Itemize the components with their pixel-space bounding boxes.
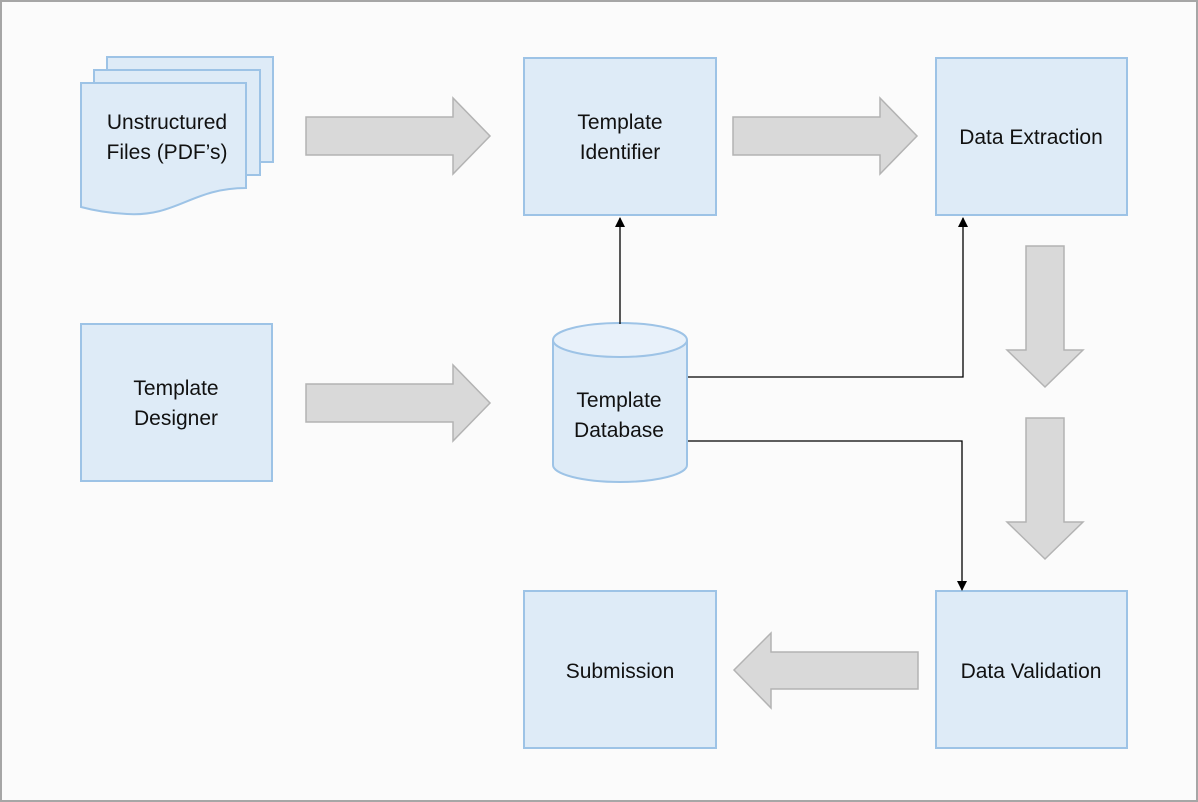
- connector-database-to-validation: [688, 440, 967, 591]
- arrow-files-to-identifier: [305, 96, 492, 176]
- arrow-designer-to-database: [305, 363, 492, 443]
- template-identifier-label-line2: Identifier: [580, 141, 661, 164]
- template-designer-label-line2: Designer: [134, 407, 218, 430]
- unstructured-files-label-line2: Files (PDF’s): [107, 141, 228, 164]
- data-validation-box: [935, 590, 1128, 749]
- template-identifier-box: [523, 57, 717, 216]
- unstructured-files-label-line1: Unstructured: [107, 111, 227, 134]
- template-designer-box: [80, 323, 273, 482]
- node-template-designer: Template Designer: [80, 323, 273, 482]
- data-extraction-label: Data Extraction: [959, 126, 1103, 149]
- node-submission: Submission: [523, 590, 717, 749]
- arrow-identifier-to-extraction: [732, 96, 919, 176]
- node-data-validation: Data Validation: [935, 590, 1128, 749]
- node-template-identifier: Template Identifier: [523, 57, 717, 216]
- arrow-extraction-down-2: [1005, 417, 1085, 561]
- submission-label: Submission: [566, 660, 675, 683]
- node-data-extraction: Data Extraction: [935, 57, 1128, 216]
- node-unstructured-files: Unstructured Files (PDF’s): [80, 56, 274, 216]
- template-database-label-line1: Template: [576, 389, 661, 412]
- connector-database-to-extraction: [688, 217, 968, 378]
- document-front: [80, 82, 247, 216]
- submission-box: [523, 590, 717, 749]
- database-cylinder-top: [552, 322, 688, 358]
- template-identifier-label-line1: Template: [577, 111, 662, 134]
- node-template-database: Template Database: [552, 322, 688, 483]
- data-extraction-box: [935, 57, 1128, 216]
- database-cylinder-body: [552, 340, 688, 483]
- template-designer-label-line1: Template: [133, 377, 218, 400]
- arrow-extraction-down-1: [1005, 245, 1085, 389]
- data-validation-label: Data Validation: [961, 660, 1102, 683]
- template-database-label-line2: Database: [574, 419, 664, 442]
- arrow-validation-to-submission: [732, 631, 919, 710]
